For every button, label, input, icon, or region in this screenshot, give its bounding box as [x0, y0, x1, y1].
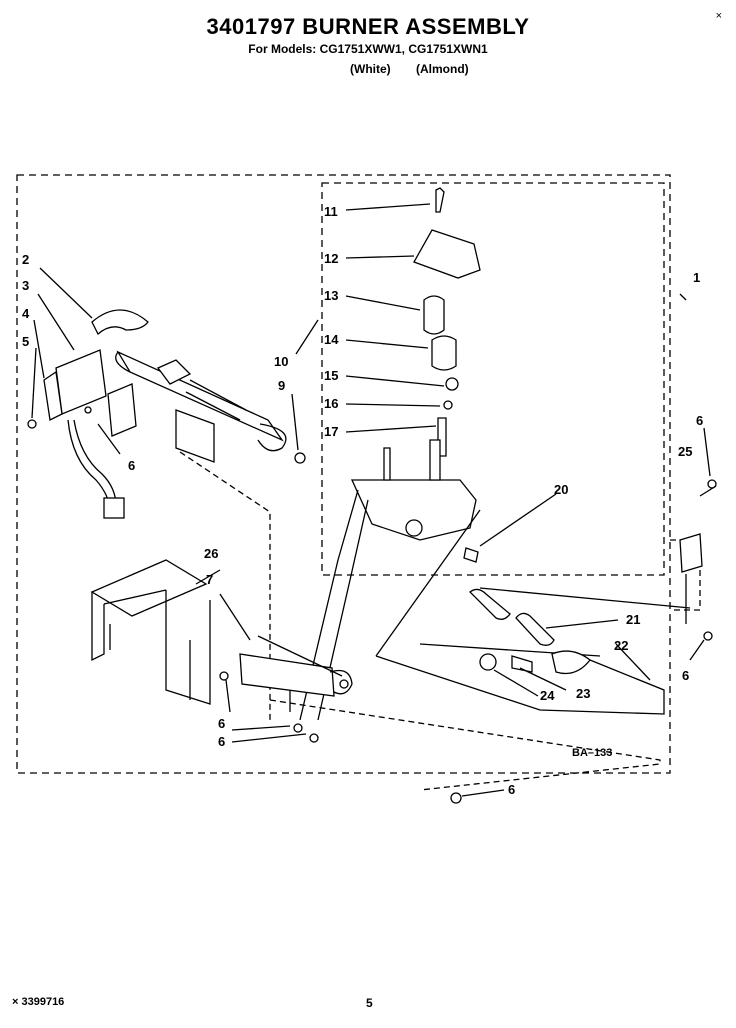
callout-12: 12 — [324, 251, 338, 266]
callout-17: 17 — [324, 424, 338, 439]
burner-tube — [91, 309, 287, 720]
callout-6a: 6 — [128, 458, 135, 473]
callout-16: 16 — [324, 396, 338, 411]
callout-22: 22 — [614, 638, 628, 653]
color-variants: (White) (Almond) — [350, 62, 491, 76]
callout-13: 13 — [324, 288, 338, 303]
outer-frame — [16, 174, 671, 774]
callout-9: 9 — [278, 378, 285, 393]
igniter-bracket — [27, 349, 137, 519]
callout-2: 2 — [22, 252, 29, 267]
callout-26: 26 — [204, 546, 218, 561]
callout-24: 24 — [540, 688, 555, 703]
footer-part-number: × 3399716 — [12, 996, 65, 1008]
support-bracket — [90, 559, 211, 705]
models-line: For Models: CG1751XWW1, CG1751XWN1 — [248, 42, 488, 56]
leader-lines — [31, 203, 711, 797]
callout-23: 23 — [576, 686, 590, 701]
callout-20: 20 — [554, 482, 568, 497]
reference-code: BA–133 — [572, 747, 612, 759]
callout-7: 7 — [206, 572, 213, 587]
mounting-bracket — [239, 635, 661, 791]
callout-1: 1 — [693, 270, 700, 285]
callout-14: 14 — [324, 332, 339, 347]
corner-mark: × — [715, 10, 722, 22]
callout-11: 11 — [324, 204, 338, 219]
valve-group-frame — [321, 182, 665, 576]
variant-white: (White) — [350, 62, 391, 76]
callout-5: 5 — [22, 334, 29, 349]
callout-labels: 1 2 3 4 5 6 6 6 6 6 6 7 9 10 11 12 13 14… — [22, 204, 703, 797]
footer-page-number: 5 — [366, 996, 373, 1010]
callout-6f: 6 — [508, 782, 515, 797]
callout-3: 3 — [22, 278, 29, 293]
callout-4: 4 — [22, 306, 30, 321]
side-bracket — [679, 485, 717, 624]
callout-15: 15 — [324, 368, 338, 383]
variant-almond: (Almond) — [416, 62, 469, 76]
callout-6e: 6 — [218, 734, 225, 749]
callout-6c: 6 — [682, 668, 689, 683]
orifice-parts — [375, 643, 665, 715]
manifold-pipe — [375, 509, 691, 657]
callout-6d: 6 — [218, 716, 225, 731]
callout-25: 25 — [678, 444, 692, 459]
page-title: 3401797 BURNER ASSEMBLY — [206, 14, 530, 39]
callout-6b: 6 — [696, 413, 703, 428]
callout-21: 21 — [626, 612, 640, 627]
gas-valve-assembly — [299, 187, 481, 721]
callout-10: 10 — [274, 354, 288, 369]
